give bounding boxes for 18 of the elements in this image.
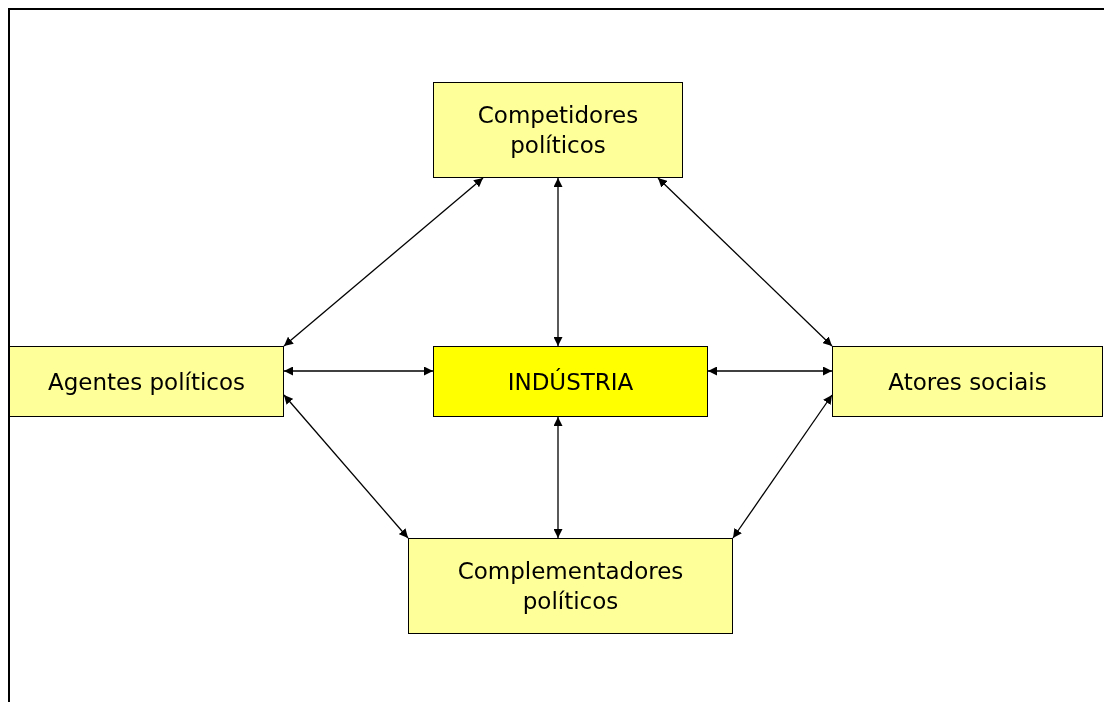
double-arrow (283, 366, 434, 376)
node-box (9, 346, 284, 417)
double-arrow (707, 366, 833, 376)
node-label: INDÚSTRIA (507, 367, 634, 397)
node-label: Atores sociais (888, 367, 1047, 397)
double-arrow (553, 416, 563, 539)
double-arrow (657, 177, 833, 347)
node-box (433, 82, 683, 178)
node-box (433, 346, 708, 417)
node-box (408, 538, 733, 634)
double-arrow (283, 394, 409, 539)
double-arrow (283, 177, 484, 347)
double-arrow (553, 177, 563, 347)
node-label: Agentes políticos (47, 367, 246, 397)
double-arrow (732, 394, 833, 539)
node-box (832, 346, 1103, 417)
node-label: Complementadores políticos (456, 557, 685, 616)
node-label: Competidores políticos (476, 101, 640, 160)
